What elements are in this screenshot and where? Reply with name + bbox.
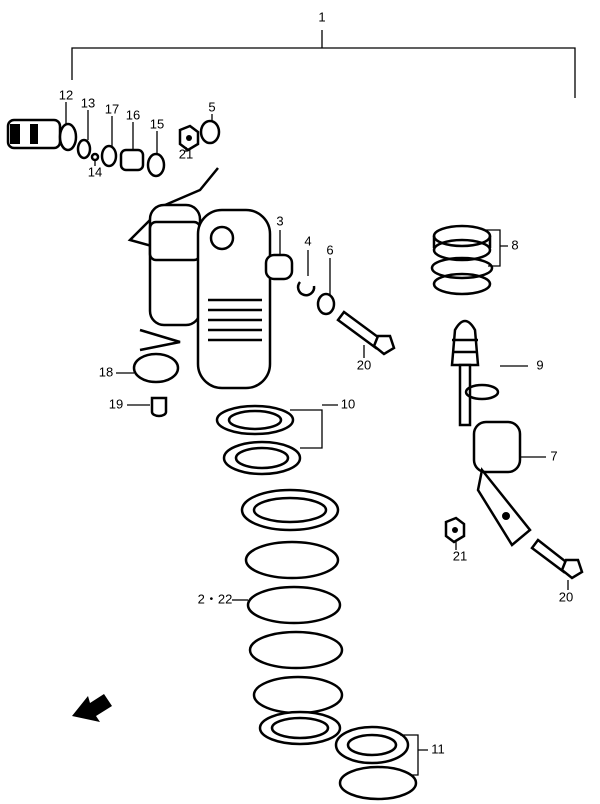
callout-20: 20 [357, 357, 371, 372]
o-ring-and-cap [116, 352, 180, 418]
callout-5: 5 [208, 99, 215, 114]
callout-21: 21 [179, 146, 193, 161]
callout-17: 17 [105, 101, 119, 116]
callout-3: 3 [276, 213, 283, 228]
coil-spring [232, 488, 344, 746]
callout-2-22: 2・22 [198, 591, 233, 606]
spring-seat-rings [215, 404, 338, 476]
callout-21b: 21 [453, 548, 467, 563]
reservoir-cap-parts [6, 102, 166, 178]
damper-rod-assembly [444, 319, 584, 590]
callout-10: 10 [341, 396, 355, 411]
callout-1: 1 [318, 9, 325, 24]
callout-7: 7 [550, 448, 557, 463]
callout-9: 9 [536, 357, 543, 372]
callout-20b: 20 [559, 589, 573, 604]
callout-16: 16 [126, 107, 140, 122]
nut-and-collar [178, 114, 221, 152]
callout-labels: 1 12 13 17 16 15 5 21 14 3 4 6 8 18 20 1… [59, 9, 573, 756]
front-direction-arrow-icon [72, 694, 112, 722]
callout-19: 19 [109, 396, 123, 411]
callout-14: 14 [88, 164, 102, 179]
callout-13: 13 [81, 95, 95, 110]
callout-6: 6 [326, 242, 333, 257]
rings-8 [430, 224, 508, 296]
callout-11: 11 [431, 741, 445, 756]
callout-8: 8 [511, 237, 518, 252]
shock-absorber-body [127, 167, 272, 390]
callout-18: 18 [99, 364, 113, 379]
callout-4: 4 [304, 233, 311, 248]
callout-12: 12 [59, 87, 73, 102]
callout-15: 15 [150, 116, 164, 131]
assembly-bracket [71, 30, 576, 98]
bushing-and-bolt [264, 230, 396, 358]
lower-rings [334, 725, 428, 801]
